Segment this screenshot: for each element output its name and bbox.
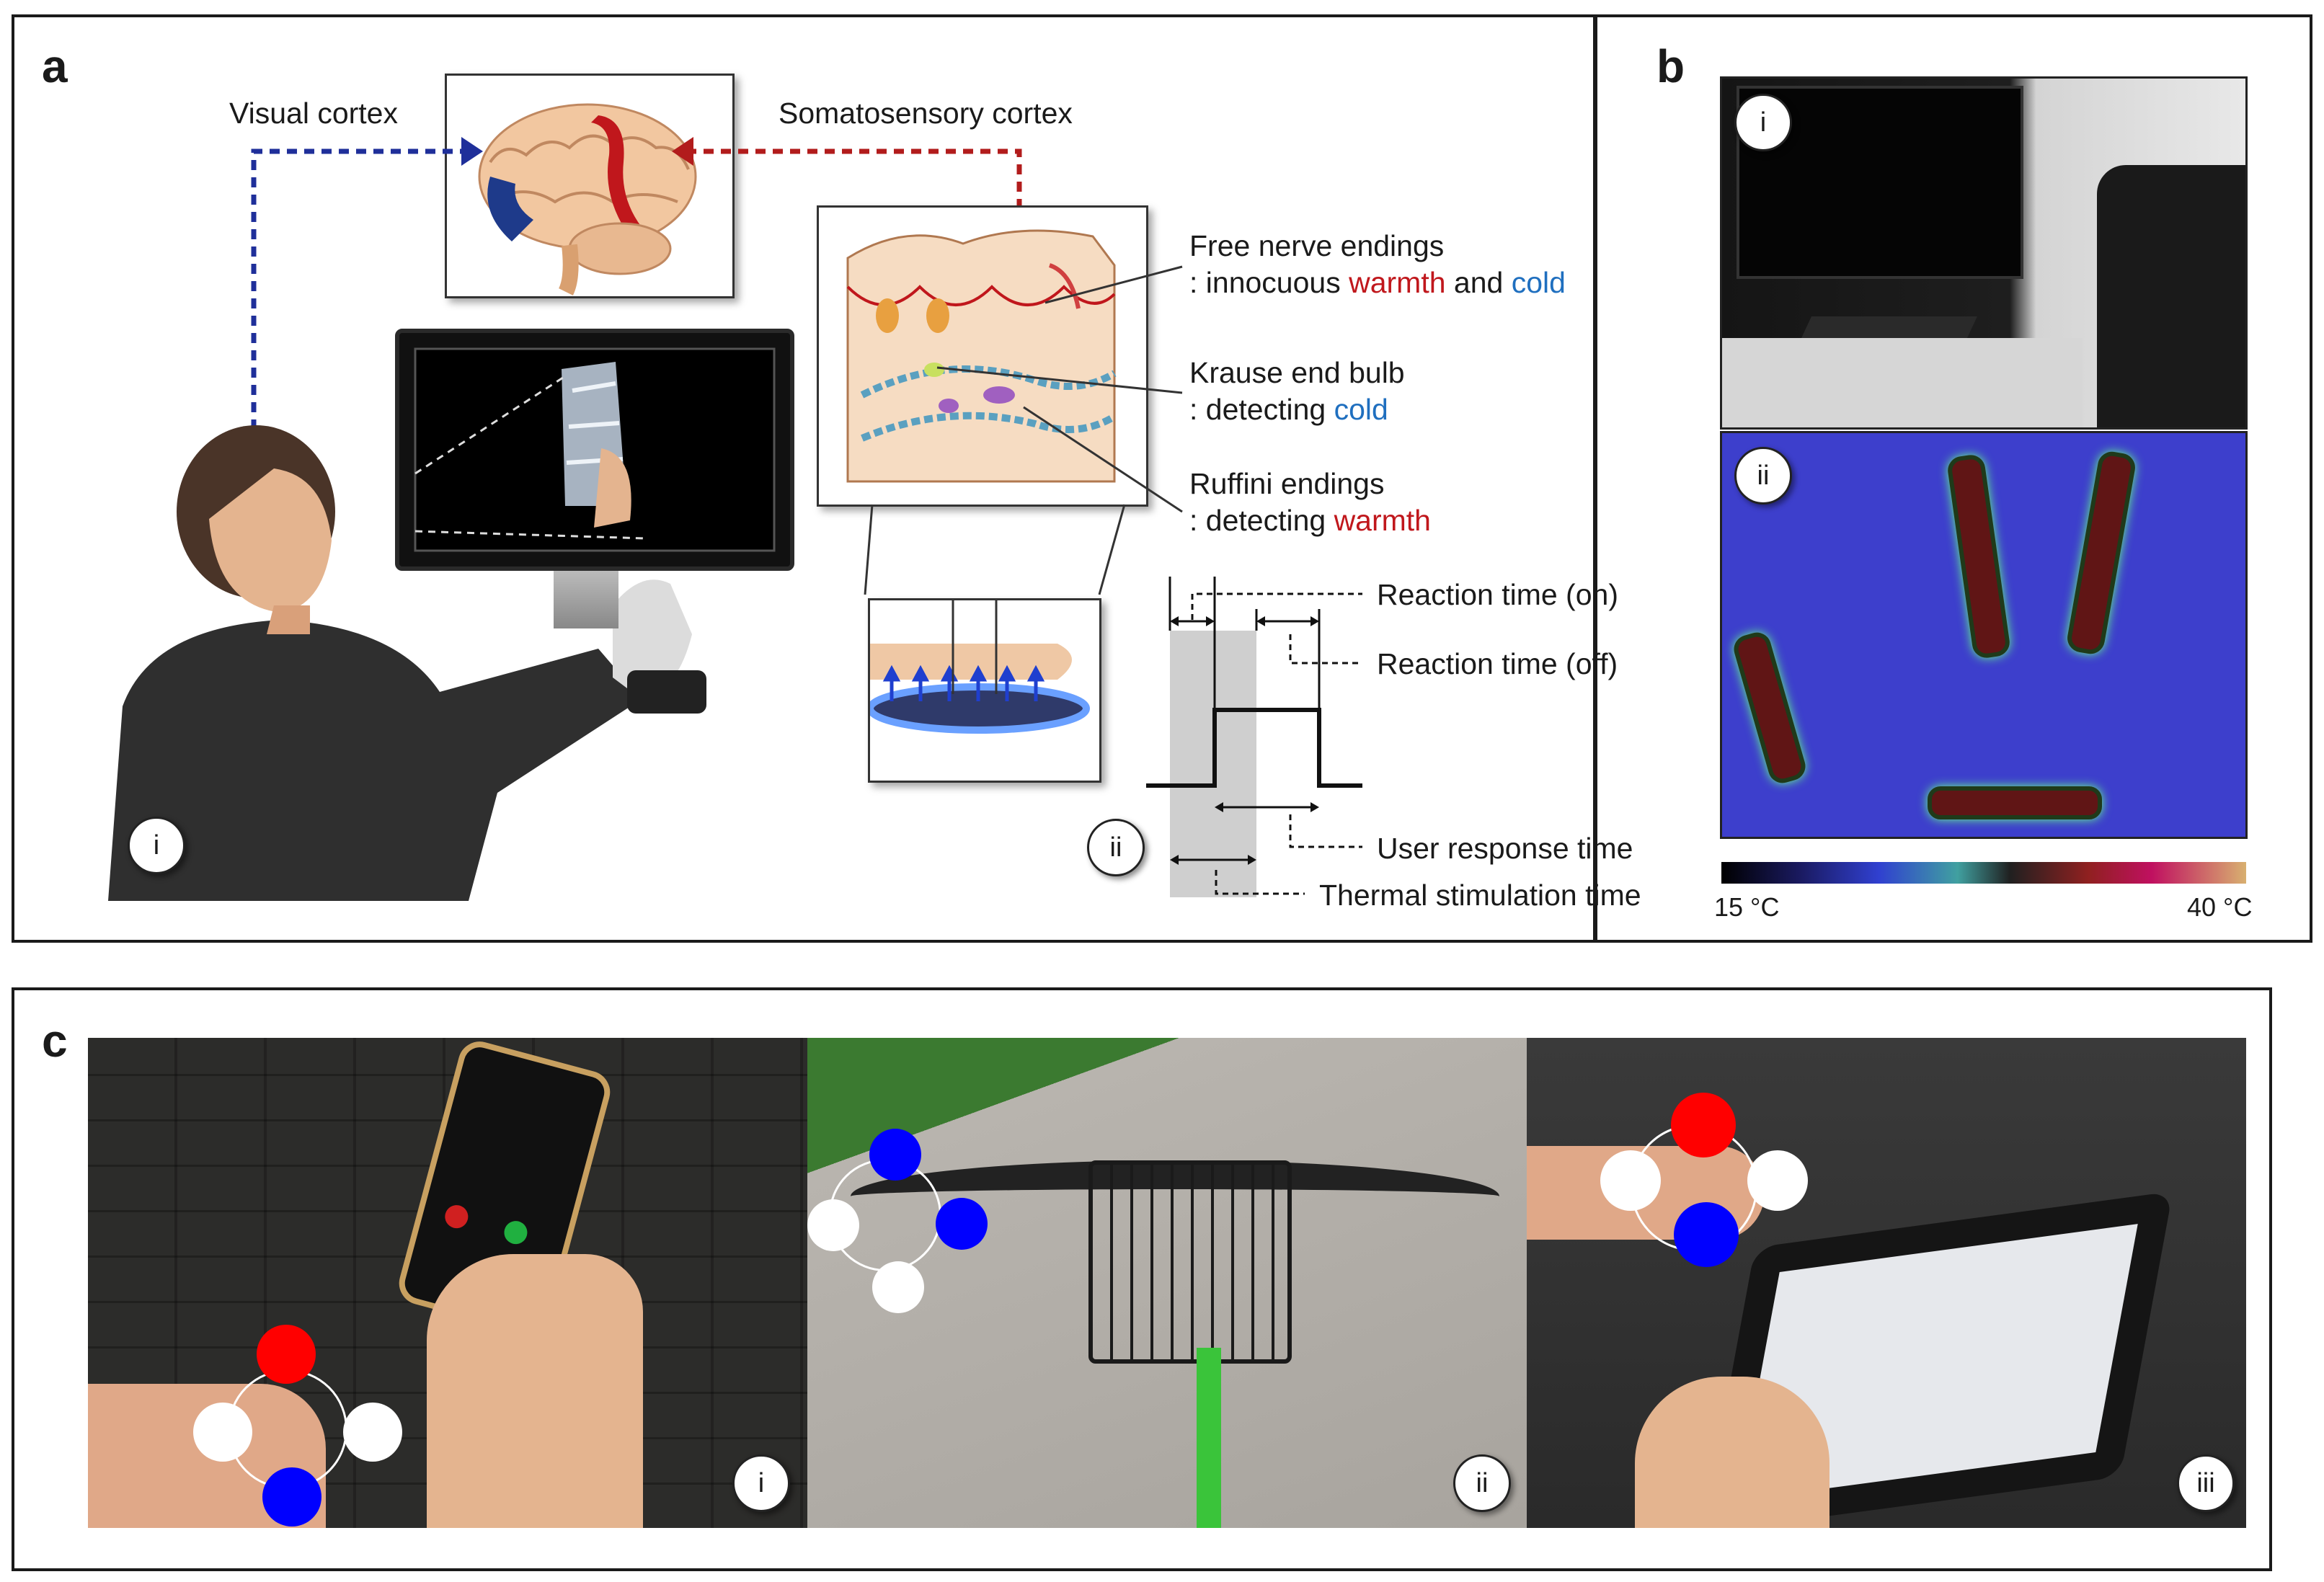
colorbar-min-label: 15 °C [1714, 892, 1780, 922]
visual-arrowhead [461, 137, 483, 166]
panel-c-sub-iii-badge: iii [2177, 1454, 2235, 1512]
thermal-stimulation-time: Thermal stimulation time [1319, 879, 1641, 912]
panel-a-sub-i-badge: i [128, 817, 185, 874]
receptor-callouts [936, 265, 1183, 513]
warm-actuator-dot [257, 1325, 316, 1384]
cold-actuator-dot [869, 1129, 921, 1181]
neutral-actuator-dot-left [1600, 1150, 1661, 1211]
resting-hand [1635, 1377, 1830, 1528]
user-response-time: User response time [1377, 832, 1633, 865]
warm-actuator-dot [1671, 1093, 1736, 1157]
panel-c-sub-i-badge: i [732, 1454, 790, 1512]
lab-user [2097, 165, 2245, 427]
photo-lab-setup [1720, 76, 2248, 430]
timing-leader-lines [1191, 592, 1362, 895]
thermal-bar-2 [1946, 453, 2012, 660]
panel-c-frame [12, 987, 2272, 1571]
ruffini-prefix: : detecting [1189, 504, 1334, 537]
panel-c-label: c [42, 1015, 68, 1067]
ruffini-warm: warmth [1334, 504, 1431, 537]
response-signal [1146, 708, 1362, 788]
thermal-bar-4 [1928, 786, 2102, 819]
somatosensory-cortex-label: Somatosensory cortex [779, 97, 1073, 130]
zoom-lines [864, 504, 1126, 595]
timing-diagram [1146, 577, 1362, 897]
somato-path [692, 148, 1022, 209]
free-nerve-endings-desc: : innocuous warmth and cold [1189, 265, 1566, 301]
panel-a-sub-ii-badge: ii [1087, 819, 1145, 876]
finger-contact-illustration [866, 597, 1101, 783]
krause-desc: : detecting cold [1189, 391, 1388, 428]
monitor-stand [554, 571, 618, 628]
krause-cold: cold [1334, 393, 1388, 426]
ruffini-desc: : detecting warmth [1189, 502, 1431, 539]
visual-path [251, 148, 461, 447]
free-nerve-endings-title: Free nerve endings [1189, 229, 1445, 262]
monitor-illustration [395, 329, 794, 571]
holding-hand [427, 1254, 643, 1528]
somato-arrowhead [672, 137, 693, 166]
accept-call-icon [501, 1218, 531, 1247]
thermal-bar-3 [2064, 449, 2138, 657]
photo-tablet [1527, 1038, 2246, 1528]
sensory-paths [251, 137, 1022, 447]
brain-icon [478, 103, 697, 295]
panel-b-label: b [1656, 40, 1685, 92]
panel-c-sub-ii-badge: ii [1453, 1454, 1511, 1512]
free-nerve-prefix: : innocuous [1189, 266, 1349, 299]
user-illustration [94, 389, 742, 901]
brain-illustration [445, 74, 735, 298]
krause-title: Krause end bulb [1189, 356, 1405, 389]
decline-call-icon [442, 1202, 471, 1231]
free-nerve-warm: warmth [1349, 266, 1446, 299]
krause-prefix: : detecting [1189, 393, 1334, 426]
free-nerve-and: and [1445, 266, 1512, 299]
thermal-bar-1 [1730, 628, 1809, 787]
panel-b-sub-i-badge: i [1734, 94, 1792, 151]
neutral-actuator-dot-bottom [872, 1261, 924, 1313]
photo-bicycle [807, 1038, 1527, 1528]
cold-actuator-dot-right [936, 1198, 988, 1250]
panel-a-label: a [42, 40, 68, 92]
panel-b-frame [1595, 14, 2312, 943]
colorbar-max-label: 40 °C [2187, 892, 2253, 922]
thermal-image [1720, 431, 2248, 839]
cold-actuator-dot [262, 1467, 321, 1527]
panel-b-sub-ii-badge: ii [1734, 447, 1792, 505]
photo-phone-call [88, 1038, 807, 1528]
neutral-actuator-dot-right [1747, 1150, 1808, 1211]
temperature-colorbar [1721, 862, 2246, 884]
free-nerve-cold: cold [1511, 266, 1566, 299]
ruffini-title: Ruffini endings [1189, 467, 1385, 500]
bike-basket [1088, 1160, 1292, 1364]
neutral-actuator-dot-right [343, 1403, 402, 1462]
lab-desk [1722, 338, 2083, 427]
visual-cortex-label: Visual cortex [229, 97, 398, 130]
cold-actuator-dot [1674, 1202, 1739, 1267]
bike-fork [1197, 1348, 1221, 1528]
reaction-time-on: Reaction time (on) [1377, 578, 1618, 611]
neutral-actuator-dot-left [807, 1199, 859, 1251]
reaction-time-off: Reaction time (off) [1377, 647, 1618, 680]
neutral-actuator-dot-left [193, 1403, 252, 1462]
